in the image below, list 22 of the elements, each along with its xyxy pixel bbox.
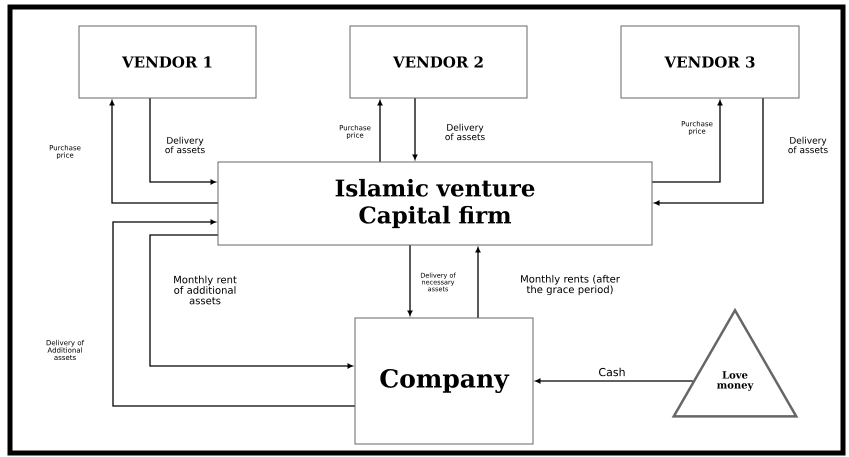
arrow (110, 100, 218, 204)
arrow (112, 220, 354, 407)
edge-label: Delivery of assets (445, 124, 485, 140)
arrow (535, 378, 693, 384)
arrow (408, 246, 412, 316)
process-box: VENDOR 1 (78, 26, 256, 98)
arrow (149, 234, 353, 368)
edge-label: Cash (599, 368, 625, 376)
edge-label: Delivery of assets (788, 136, 828, 154)
arrow (654, 98, 764, 206)
arrow (652, 100, 722, 183)
arrow (412, 98, 418, 160)
edge-label: Monthly rent of additional assets (174, 276, 237, 304)
arrow (378, 100, 382, 162)
process-box: Company (354, 318, 534, 444)
process-box: VENDOR 3 (620, 26, 800, 98)
edge-label: Delivery of assets (165, 136, 205, 154)
arrow (476, 247, 480, 318)
arrow (149, 98, 216, 184)
edge-label: Monthly rents (after the grace period) (521, 274, 620, 296)
process-box: VENDOR 2 (350, 26, 528, 98)
process-box: Islamic venture Capital firm (218, 162, 652, 246)
